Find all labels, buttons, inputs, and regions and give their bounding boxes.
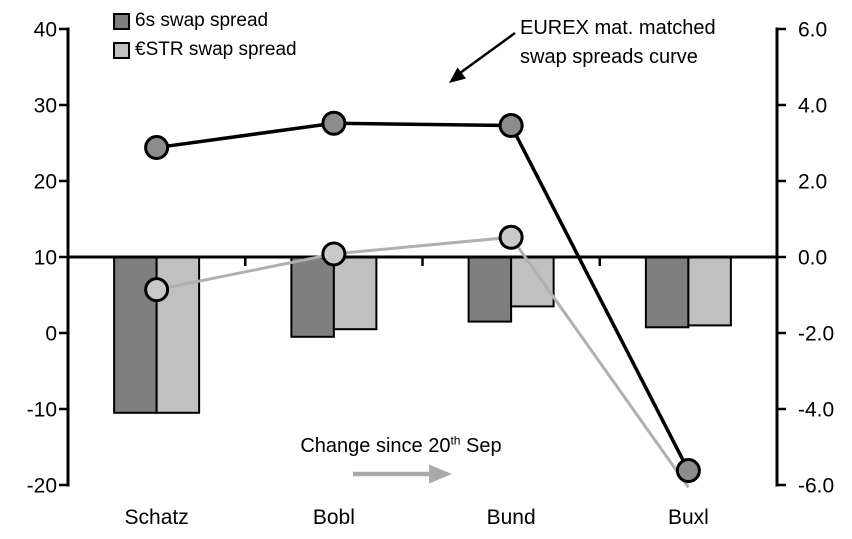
left-axis-label: -20: [27, 475, 57, 498]
right-axis-label: -4.0: [798, 399, 834, 422]
right-axis-label: 2.0: [798, 171, 827, 194]
legend-item-6s: 6s swap spread: [113, 10, 297, 32]
right-axis-label: 6.0: [798, 19, 827, 42]
right-axis-label: 0.0: [798, 247, 827, 270]
left-axis-label: 10: [34, 247, 57, 270]
bar-buxl-0: [644, 256, 690, 329]
legend-label-estr: €STR swap spread: [135, 39, 297, 60]
bar-bobl-1: [332, 256, 378, 331]
curve-annotation-arrowhead-icon: [449, 67, 466, 83]
marker-bund-1: [498, 224, 524, 250]
marker-schatz-1: [144, 277, 170, 303]
line-series-0: [156, 121, 690, 472]
left-axis-label: 40: [34, 19, 57, 42]
change-annotation-sup: th: [450, 433, 461, 448]
change-annotation: Change since 20th Sep: [270, 433, 532, 458]
left-axis-label: 30: [34, 95, 57, 118]
right-axis-label: -2.0: [798, 323, 834, 346]
category-label-bund: Bund: [487, 506, 536, 529]
legend-swatch-6s-icon: [113, 12, 130, 30]
legend-swatch-estr-icon: [113, 41, 130, 59]
category-label-bobl: Bobl: [313, 506, 355, 529]
left-axis-label: 0: [45, 323, 57, 346]
change-annotation-prefix: Change since 20: [300, 435, 451, 457]
curve-annotation: EUREX mat. matched swap spreads curve: [520, 14, 716, 72]
curve-annotation-arrow-shaft: [459, 31, 516, 75]
marker-bund-0: [498, 113, 524, 139]
left-axis-label: 20: [34, 171, 57, 194]
bar-bobl-0: [290, 256, 335, 338]
bar-bund-0: [467, 256, 513, 323]
left-axis-label: -10: [27, 399, 57, 422]
marker-bobl-1: [321, 241, 347, 267]
change-arrowhead-icon: [429, 464, 452, 484]
legend-item-estr: €STR swap spread: [113, 39, 297, 61]
bar-buxl-1: [687, 256, 732, 327]
line-series-1: [156, 235, 690, 489]
category-label-schatz: Schatz: [125, 506, 189, 529]
change-annotation-suffix: Sep: [460, 435, 502, 457]
category-label-buxl: Buxl: [668, 506, 709, 529]
right-axis-label: -6.0: [798, 475, 834, 498]
marker-buxl-0: [675, 458, 701, 484]
curve-annotation-line2: swap spreads curve: [520, 46, 698, 68]
bar-bund-1: [510, 256, 555, 308]
legend: 6s swap spread €STR swap spread: [113, 10, 297, 68]
curve-annotation-line1: EUREX mat. matched: [520, 17, 716, 39]
marker-bobl-0: [321, 110, 347, 136]
legend-label-6s: 6s swap spread: [135, 10, 269, 31]
marker-schatz-0: [144, 135, 170, 161]
right-axis-label: 4.0: [798, 95, 827, 118]
